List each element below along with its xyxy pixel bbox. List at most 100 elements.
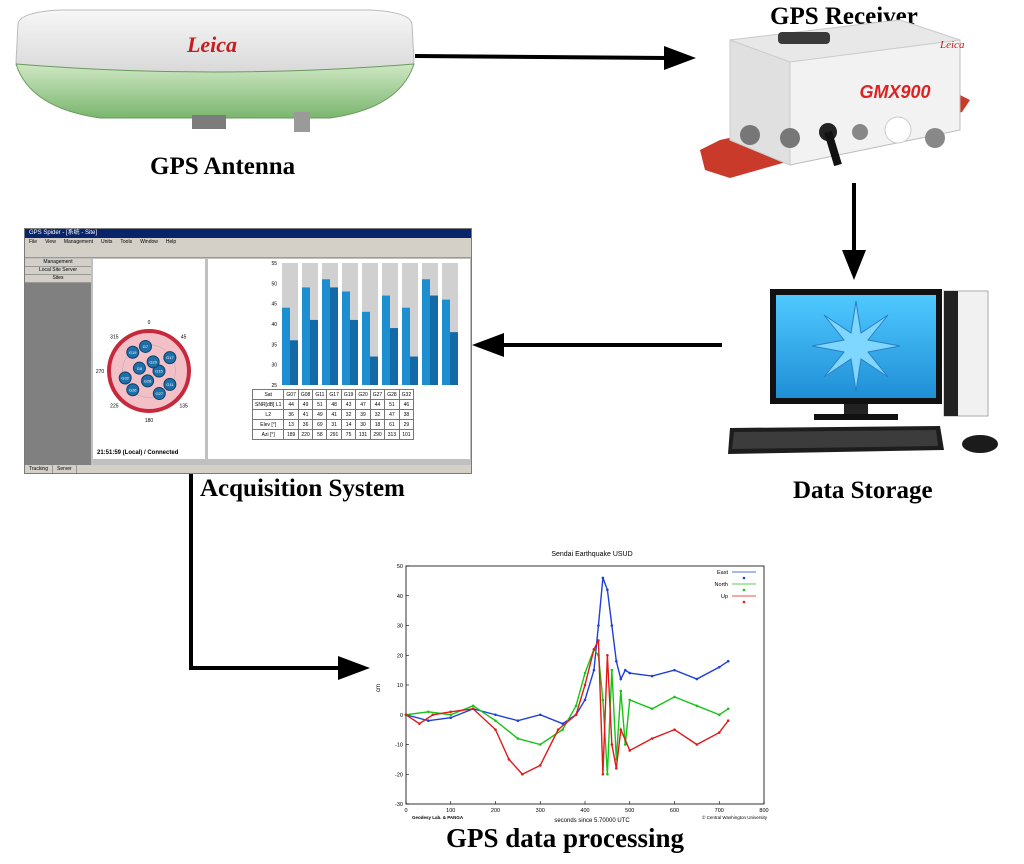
data-point: [650, 737, 654, 740]
menu-item[interactable]: File: [29, 239, 38, 245]
menu-item[interactable]: Tools: [120, 239, 133, 245]
data-point: [574, 704, 578, 708]
satellite-marker: [163, 351, 177, 365]
data-point: [592, 648, 596, 651]
data-point: [574, 713, 578, 717]
chart-title: Sendai Earthquake USUD: [551, 551, 632, 558]
sky-direction-label: 225: [110, 404, 119, 410]
data-point: [597, 639, 600, 642]
legend-label: East: [717, 570, 728, 576]
table-cell: G11: [312, 389, 328, 400]
table-cell: 39: [355, 409, 371, 420]
table-cell: 51: [384, 399, 400, 410]
data-point: [695, 704, 699, 708]
bar-l1: [382, 295, 390, 385]
table-cell: G32: [398, 389, 415, 400]
data-point: [601, 698, 605, 702]
y-tick-label: 50: [397, 564, 403, 570]
menu-item[interactable]: Window: [140, 239, 158, 245]
table-cell: Sat: [251, 389, 285, 400]
y-tick-label: -30: [395, 802, 403, 808]
data-point: [610, 743, 614, 746]
tab-sites[interactable]: Sites: [25, 275, 91, 283]
data-point: [516, 737, 520, 740]
satellite-marker: [126, 383, 140, 397]
legend-label: North: [715, 582, 728, 588]
table-cell: G28: [384, 389, 400, 400]
y-tick-label: 40: [397, 594, 403, 600]
table-cell: 41: [326, 409, 342, 420]
menu-item[interactable]: View: [45, 239, 56, 245]
sky-direction-label: 135: [179, 404, 188, 410]
table-cell: 47: [355, 399, 371, 410]
table-cell: 75: [340, 429, 357, 440]
window-title: GPS Spider - [系统 - Site]: [25, 229, 471, 238]
x-tick-label: 300: [536, 808, 545, 814]
bar-axis-tick: 35: [271, 342, 277, 348]
table-cell: 32: [340, 409, 357, 420]
menu-item[interactable]: Units: [101, 239, 113, 245]
data-point: [583, 671, 587, 675]
bar-axis-tick: 50: [271, 281, 277, 287]
sky-direction-label: 45: [181, 334, 187, 340]
status-tab[interactable]: Tracking: [25, 465, 53, 473]
satellite-label: G15: [155, 369, 163, 374]
bar-l1: [282, 307, 290, 385]
data-point: [494, 713, 497, 717]
bar-axis-tick: 55: [271, 261, 277, 267]
x-tick-label: 200: [491, 808, 500, 814]
data-point: [628, 671, 632, 675]
table-cell: 14: [340, 419, 357, 430]
table-cell: SNR[dB] L1: [251, 399, 285, 410]
chart-ylabel: cm: [376, 684, 382, 692]
table-cell: L2: [251, 409, 285, 420]
y-tick-label: 30: [397, 624, 403, 630]
table-cell: G20: [355, 389, 371, 400]
status-tab[interactable]: Server: [53, 465, 77, 473]
data-point: [521, 772, 524, 776]
data-point: [538, 743, 542, 746]
table-cell: 61: [384, 419, 400, 430]
sky-direction-label: 270: [96, 369, 105, 375]
legend-marker: [742, 600, 746, 604]
data-point: [623, 668, 627, 672]
satellite-label: G28: [144, 378, 152, 383]
toolbar: [25, 246, 471, 258]
table-cell: 36: [283, 409, 299, 420]
menu-item[interactable]: Help: [165, 239, 177, 245]
table-cell: G17: [326, 389, 342, 400]
data-point: [494, 728, 497, 731]
table-cell: 47: [384, 409, 400, 420]
series-line-north: [405, 647, 729, 775]
chart-footer-left: Geodesy Lab. & PANGA: [412, 815, 464, 820]
table-cell: 131: [355, 429, 371, 440]
table-cell: 31: [326, 419, 342, 430]
data-point: [561, 728, 564, 731]
data-point: [471, 707, 475, 711]
tab-management[interactable]: Management: [25, 259, 91, 267]
data-point: [597, 624, 600, 627]
satellite-label: G32: [121, 376, 129, 381]
bar-axis-tick: 45: [271, 302, 277, 308]
bar-l1: [402, 307, 410, 385]
table-cell: 13: [283, 419, 299, 430]
data-point: [650, 674, 654, 678]
table-cell: G07: [283, 389, 299, 400]
data-point: [619, 677, 623, 681]
table-cell: G19: [340, 389, 357, 400]
data-point: [601, 576, 605, 580]
table-cell: 290: [369, 429, 386, 440]
table-cell: 58: [312, 429, 328, 440]
menu-item[interactable]: Management: [63, 239, 93, 245]
receiver-model: GMX900: [859, 82, 930, 102]
table-cell: 18: [369, 419, 386, 430]
tab-local-site-server[interactable]: Local Site Server: [25, 267, 91, 275]
receiver-brand: Leica: [939, 39, 965, 51]
satellite-marker: [132, 361, 146, 375]
gps-antenna: Leica: [15, 9, 415, 132]
series-line-up: [405, 640, 729, 776]
